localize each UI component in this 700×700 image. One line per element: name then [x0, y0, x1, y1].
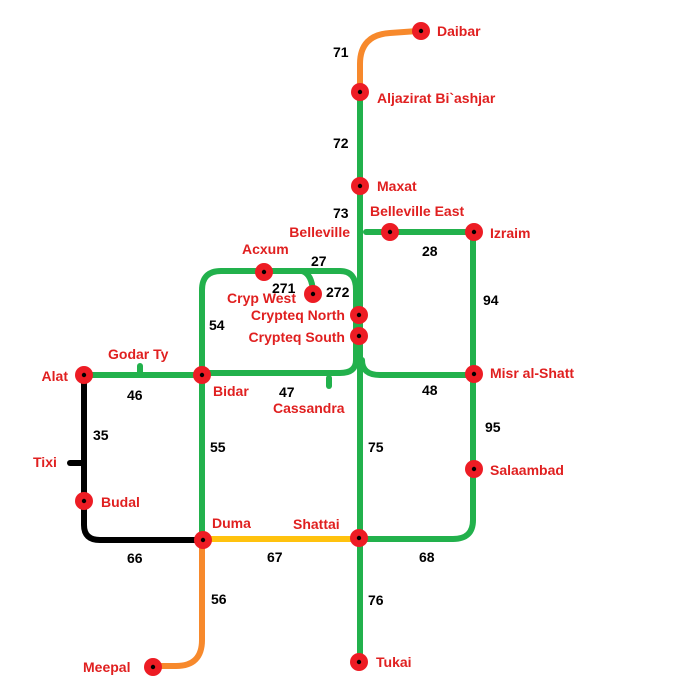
label-duma: Duma	[212, 515, 251, 531]
label-shattai: Shattai	[293, 516, 340, 532]
label-misr-al-shatt: Misr al-Shatt	[490, 365, 574, 381]
route-54: 54	[209, 317, 225, 333]
station-aljazirat[interactable]	[351, 83, 369, 101]
route-35: 35	[93, 427, 109, 443]
label-cryp-west: Cryp West	[227, 290, 296, 306]
label-maxat: Maxat	[377, 178, 417, 194]
route-48: 48	[422, 382, 438, 398]
station-tukai[interactable]	[350, 653, 368, 671]
label-aljazirat: Aljazirat Bi`ashjar	[377, 90, 496, 106]
route-55: 55	[210, 439, 226, 455]
route-labels: 71 72 73 28 27 271 272 54 94 46 47 48 35…	[93, 44, 501, 608]
route-271: 271	[272, 280, 296, 296]
station-labels: Daibar Aljazirat Bi`ashjar Maxat Bellevi…	[33, 23, 574, 675]
station-crypteq-south[interactable]	[350, 327, 368, 345]
station-bidar[interactable]	[193, 366, 211, 384]
station-duma[interactable]	[194, 531, 212, 549]
black-line-alat-duma	[81, 372, 205, 543]
label-salaambad: Salaambad	[490, 462, 564, 478]
route-95: 95	[485, 419, 501, 435]
station-meepal[interactable]	[144, 658, 162, 676]
station-belleville-east[interactable]	[381, 223, 399, 241]
stations	[75, 22, 483, 676]
route-27: 27	[311, 253, 327, 269]
route-68: 68	[419, 549, 435, 565]
route-71: 71	[333, 44, 349, 60]
route-272: 272	[326, 284, 350, 300]
line-bidar-loop	[199, 268, 359, 376]
station-acxum[interactable]	[255, 263, 273, 281]
label-tukai: Tukai	[376, 654, 412, 670]
route-47: 47	[279, 384, 295, 400]
label-acxum: Acxum	[242, 241, 289, 257]
route-66: 66	[127, 550, 143, 566]
route-56: 56	[211, 591, 227, 607]
route-76: 76	[368, 592, 384, 608]
station-daibar[interactable]	[412, 22, 430, 40]
station-crypteq-north[interactable]	[350, 306, 368, 324]
label-belleville-east: Belleville East	[370, 203, 465, 219]
route-28: 28	[422, 243, 438, 259]
orange-line-meepal	[152, 536, 205, 669]
label-meepal: Meepal	[83, 659, 130, 675]
route-72: 72	[333, 135, 349, 151]
station-izraim[interactable]	[465, 223, 483, 241]
station-misr-al-shatt[interactable]	[465, 365, 483, 383]
label-izraim: Izraim	[490, 225, 530, 241]
label-bidar: Bidar	[213, 383, 249, 399]
station-budal[interactable]	[75, 492, 93, 510]
line-misr-east	[357, 357, 476, 542]
route-67: 67	[267, 549, 283, 565]
label-tixi: Tixi	[33, 454, 57, 470]
route-46: 46	[127, 387, 143, 403]
station-shattai[interactable]	[350, 529, 368, 547]
orange-line-daibar	[357, 28, 421, 95]
label-crypteq-south: Crypteq South	[249, 329, 345, 345]
label-daibar: Daibar	[437, 23, 481, 39]
label-cassandra: Cassandra	[273, 400, 345, 416]
label-budal: Budal	[101, 494, 140, 510]
label-crypteq-north: Crypteq North	[251, 307, 345, 323]
station-salaambad[interactable]	[465, 460, 483, 478]
route-94: 94	[483, 292, 499, 308]
route-73: 73	[333, 205, 349, 221]
label-belleville: Belleville	[289, 224, 350, 240]
route-75: 75	[368, 439, 384, 455]
station-alat[interactable]	[75, 366, 93, 384]
station-maxat[interactable]	[351, 177, 369, 195]
station-cryp-west[interactable]	[304, 285, 322, 303]
label-alat: Alat	[42, 368, 69, 384]
label-godar-ty: Godar Ty	[108, 346, 169, 362]
line-belleville-izraim	[363, 229, 476, 376]
